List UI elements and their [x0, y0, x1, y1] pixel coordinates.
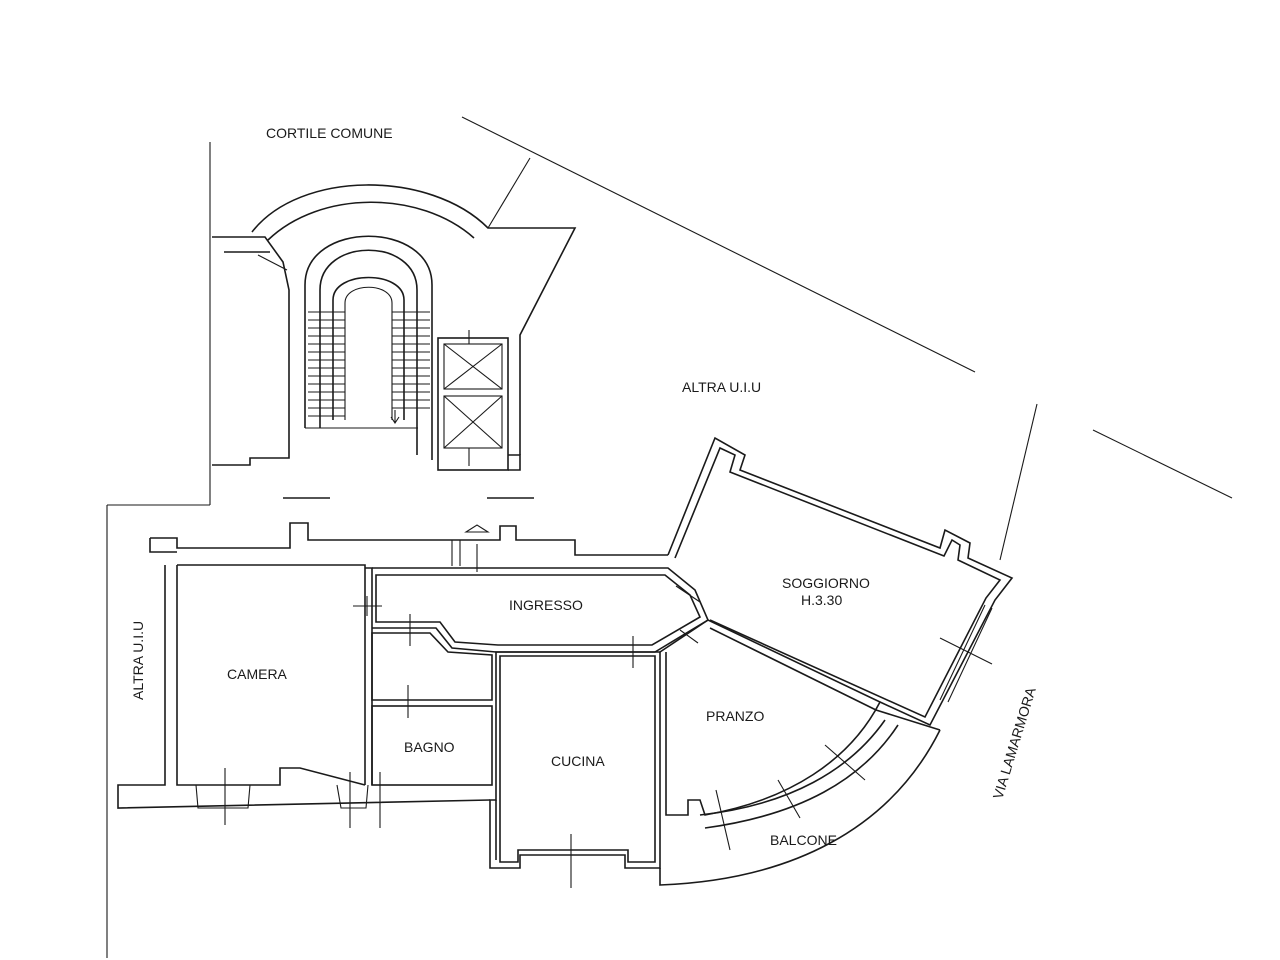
- room-label-balcone: BALCONE: [770, 832, 837, 848]
- room-label-cucina: CUCINA: [551, 753, 605, 769]
- room-label-camera: CAMERA: [227, 666, 288, 682]
- courtyard-label: CORTILE COMUNE: [266, 125, 393, 141]
- street-label: VIA LAMARMORA: [990, 685, 1039, 801]
- room-label-soggiorno-height: H.3.30: [801, 592, 842, 608]
- opening-ticks: [195, 524, 993, 888]
- other-unit-left-label: ALTRA U.I.U: [130, 621, 146, 700]
- room-label-ingresso: INGRESSO: [509, 597, 583, 613]
- room-label-pranzo: PRANZO: [706, 708, 764, 724]
- stair-core: [212, 184, 577, 499]
- apartment-walls: [117, 436, 1014, 886]
- room-label-soggiorno: SOGGIORNO: [782, 575, 870, 591]
- context-lines: [106, 116, 1233, 958]
- room-label-bagno: BAGNO: [404, 739, 455, 755]
- other-unit-top-label: ALTRA U.I.U: [682, 379, 761, 395]
